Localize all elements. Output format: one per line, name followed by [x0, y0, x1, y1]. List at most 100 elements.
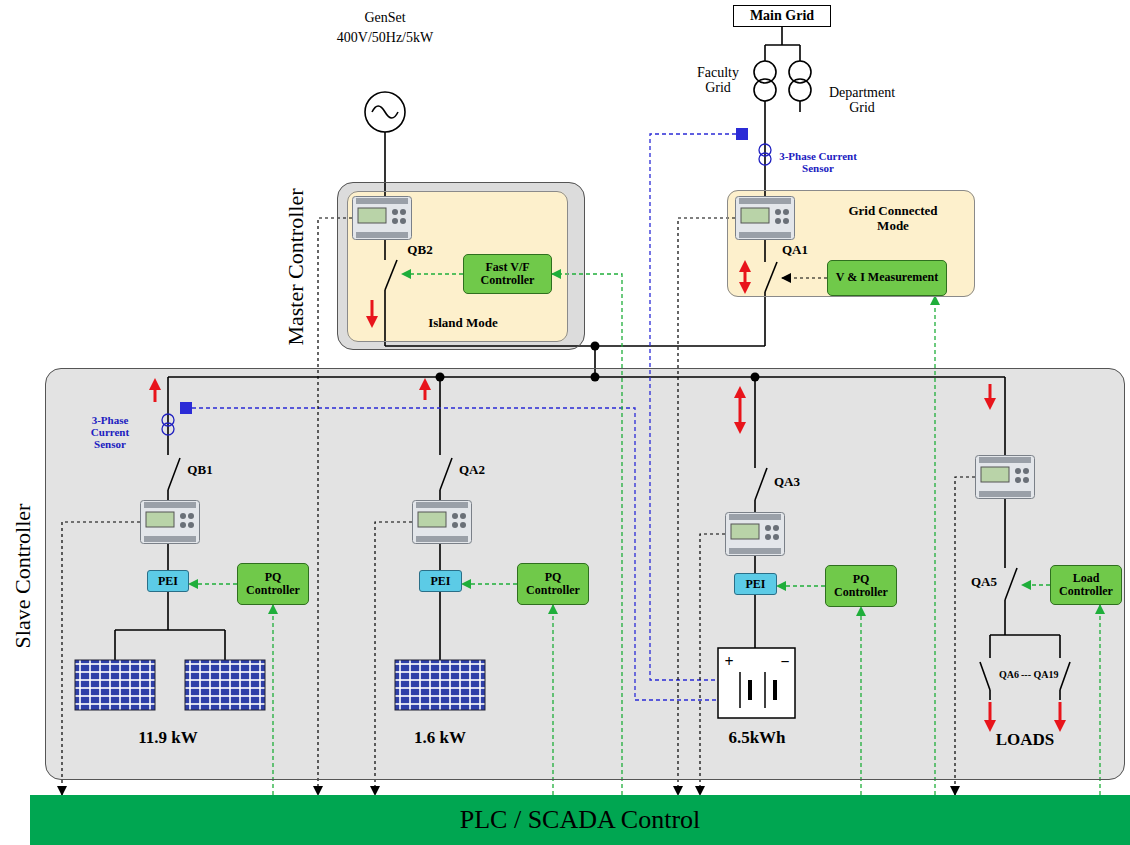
plc-link — [700, 534, 725, 795]
pei-box: PEI — [419, 570, 462, 592]
sensor-box — [180, 402, 192, 414]
controller-box: PQ Controller — [237, 563, 309, 605]
current-sensor — [162, 423, 174, 435]
power-flow-arrow — [739, 392, 742, 428]
grid-label: Faculty Grid — [693, 65, 743, 96]
power-line — [114, 630, 116, 660]
box-text: PQ Controller — [828, 573, 894, 599]
breaker-label: QB2 — [407, 243, 432, 257]
sensor-line — [192, 134, 736, 700]
control-signal-arrow — [552, 605, 553, 795]
control-signal-arrow — [189, 583, 237, 584]
control-signal-arrow — [934, 296, 935, 795]
region-heading: Island Mode — [418, 316, 508, 331]
current-sensor — [162, 144, 771, 435]
plc-relay-icon — [141, 501, 200, 544]
power-line — [168, 376, 1005, 378]
box-text: PQ Controller — [240, 571, 306, 597]
box-text: Fast V/F Controller — [466, 261, 549, 287]
scada-bar: PLC / SCADA Control — [30, 795, 1130, 845]
load-label: LOADS — [996, 731, 1055, 750]
plc-relay-icon — [736, 197, 795, 240]
box-text: PLC / SCADA Control — [460, 805, 701, 835]
junction-dot — [751, 373, 760, 382]
power-line — [440, 458, 452, 490]
rating-label: 6.5kWh — [728, 729, 785, 748]
battery-symbol — [718, 648, 795, 718]
pei-box: PEI — [734, 573, 777, 595]
power-line — [799, 45, 801, 61]
solar-panel — [75, 660, 485, 710]
power-line — [765, 262, 777, 292]
rating-label: 11.9 kW — [138, 729, 198, 748]
controller-box: Load Controller — [1050, 565, 1122, 605]
sensor-label: 3-Phase Current Sensor — [778, 150, 858, 174]
rating-label: 1.6 kW — [414, 729, 466, 748]
power-line — [1059, 635, 1061, 658]
solar-panel — [75, 660, 155, 710]
grid-label: Department Grid — [822, 85, 902, 116]
battery-symbol — [739, 672, 741, 708]
master-region: Master ControllerIsland ModeFast V/F Con… — [337, 182, 585, 350]
power-line — [980, 662, 990, 690]
region-fill — [45, 182, 1125, 780]
source-label: GenSet — [364, 10, 405, 25]
power-flow-arrow — [424, 384, 427, 400]
junction-dot — [436, 373, 445, 382]
plc-relay-icon — [726, 513, 785, 556]
plc-link — [62, 522, 140, 795]
control-signal-arrow — [552, 274, 622, 795]
power-line — [224, 630, 226, 660]
breaker-label: QA5 — [971, 575, 997, 589]
control-signal-arrow — [1099, 605, 1100, 795]
region-fill — [337, 182, 585, 350]
region-heading: Master Controller — [282, 167, 310, 367]
breaker-label: QA19 — [1034, 669, 1059, 680]
breaker-label: --- — [1021, 669, 1031, 680]
plc-relay-icon — [976, 456, 1035, 499]
mode-box: Island Mode Fast V/F Controller — [347, 191, 568, 342]
power-line — [764, 292, 766, 346]
mode-box: Grid Connected ModeV & I Measurement — [727, 190, 975, 297]
box-text: PEI — [745, 577, 765, 592]
controller-box: PQ Controller — [825, 565, 897, 607]
power-line — [989, 635, 991, 658]
power-flow-arrow — [989, 384, 992, 404]
power-line — [789, 79, 811, 101]
power-line — [167, 377, 169, 455]
power-line — [372, 106, 398, 118]
power-line — [594, 346, 596, 377]
breaker-label: QA3 — [774, 475, 800, 489]
plc-link — [678, 218, 735, 795]
region-heading: Slave Controller — [9, 451, 37, 701]
power-line — [439, 592, 441, 660]
box-text: PEI — [430, 574, 450, 589]
power-line — [754, 377, 756, 468]
power-line — [167, 592, 169, 630]
current-sensor — [759, 153, 771, 165]
power-line — [365, 92, 405, 132]
breaker-label: QA6 — [999, 669, 1019, 680]
controller-box: V & I Measurement — [827, 260, 947, 296]
battery-symbol — [718, 648, 795, 718]
sensor-box — [180, 128, 748, 414]
plc-relay-icon — [141, 197, 1035, 556]
power-line — [765, 44, 800, 46]
junction-dot — [591, 342, 600, 351]
power-line — [1059, 690, 1061, 700]
controller-box: PQ Controller — [517, 563, 589, 605]
plc-relay-icon — [353, 197, 412, 240]
battery-symbol — [773, 680, 777, 700]
control-signal — [402, 273, 463, 274]
plc-link — [375, 522, 412, 795]
sensor-box — [736, 128, 748, 140]
control-signal-arrow — [462, 583, 517, 584]
power-line — [754, 79, 776, 101]
box-text: Main Grid — [750, 8, 814, 24]
power-line — [764, 45, 766, 61]
power-line — [115, 629, 225, 631]
terminal-label: − — [780, 653, 789, 671]
rating-label: 400V/50Hz/5kW — [337, 30, 433, 45]
power-line — [1060, 662, 1070, 690]
